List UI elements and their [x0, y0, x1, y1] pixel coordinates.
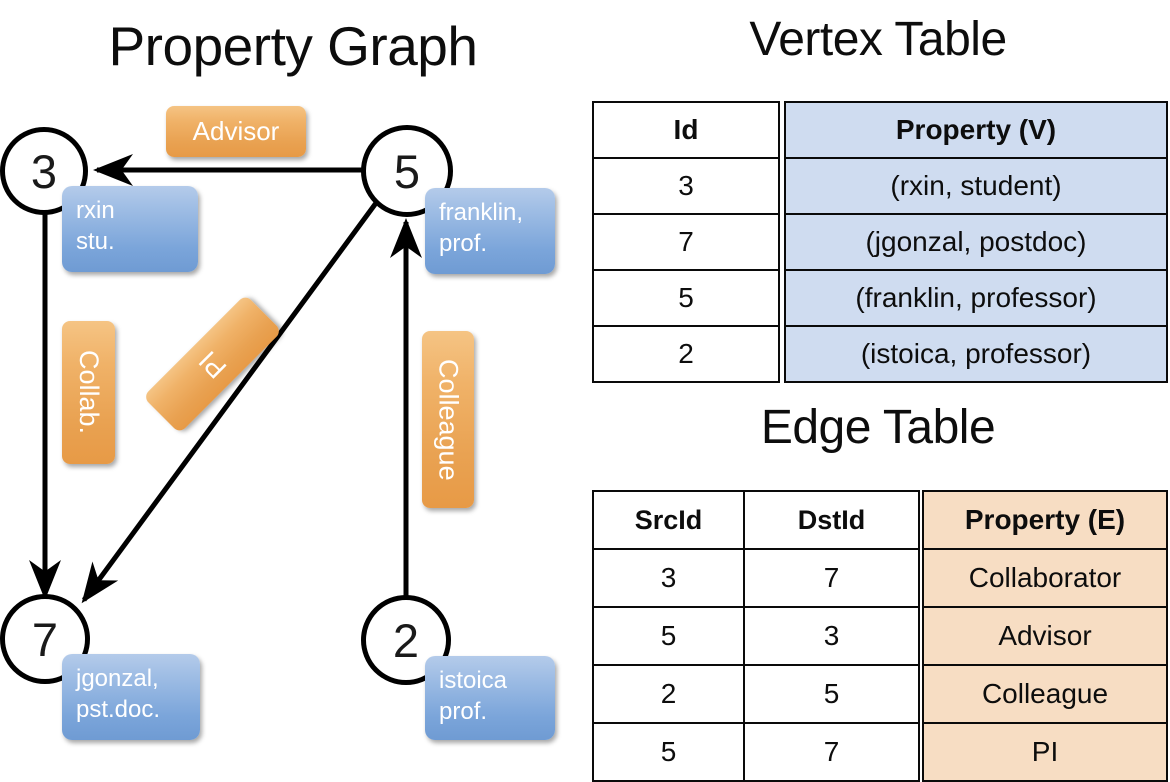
node-property-box-2: istoica prof.: [425, 656, 555, 740]
node-property-3-line-1: rxin: [76, 197, 115, 224]
edge-table-cell-dstid: 5: [743, 664, 920, 724]
table-row: Advisor: [922, 606, 1168, 666]
page-title-vertex-table: Vertex Table: [749, 13, 1007, 66]
node-property-5-line-1: franklin,: [439, 199, 524, 226]
vertex-table-cell-id: 7: [592, 213, 780, 271]
node-property-2-line-2: prof.: [439, 697, 488, 725]
edge-table-cell-property: Collaborator: [922, 548, 1168, 608]
edge-table-cell-srcid: 2: [592, 664, 745, 724]
vertex-table-cell-id: 3: [592, 157, 780, 215]
edge-table-cell-dstid: 3: [743, 606, 920, 666]
edge-table-header-property: Property (E): [922, 490, 1168, 550]
node-property-box-3: rxin stu.: [62, 186, 198, 272]
edge-table-header-srcid: SrcId: [592, 490, 745, 550]
table-row: (franklin, professor): [784, 269, 1168, 327]
edge-table-cell-dstid: 7: [743, 722, 920, 782]
node-property-2-line-1: istoica: [439, 667, 508, 694]
vertex-table-header-id: Id: [592, 101, 780, 159]
vertex-table-cell-property: (istoica, professor): [784, 325, 1168, 383]
graph-node-2[interactable]: 2: [361, 595, 451, 685]
edge-table-header-dstid: DstId: [743, 490, 920, 550]
vertex-table-cell-property: (jgonzal, postdoc): [784, 213, 1168, 271]
table-header-row: Id: [592, 101, 780, 159]
edge-table-cell-srcid: 5: [592, 722, 745, 782]
vertex-table-cell-id: 5: [592, 269, 780, 327]
table-row: Colleague: [922, 664, 1168, 724]
edge-5-to-7: [81, 201, 379, 604]
table-row: Collaborator: [922, 548, 1168, 608]
property-graph-diagram: 3 5 7 2 rxin stu. franklin, prof. jgonza…: [0, 0, 586, 760]
vertex-table-property-column: Property (V) (rxin, student) (jgonzal, p…: [784, 101, 1168, 383]
edge-label-pi-text: PI: [192, 344, 232, 384]
table-row: (jgonzal, postdoc): [784, 213, 1168, 271]
table-header-row: Property (V): [784, 101, 1168, 159]
table-row: 7: [592, 213, 780, 271]
vertex-table-cell-property: (franklin, professor): [784, 269, 1168, 327]
graph-node-2-label: 2: [392, 613, 420, 667]
table-row: 5 7: [592, 722, 920, 782]
node-property-box-7: jgonzal, pst.doc.: [62, 654, 200, 740]
node-property-3-line-2: stu.: [76, 227, 115, 255]
edge-table-src-dst-columns: SrcId DstId 3 7 5 3 2 5 5 7: [592, 490, 920, 782]
edge-table-cell-property: Colleague: [922, 664, 1168, 724]
vertex-table-cell-id: 2: [592, 325, 780, 383]
graph-edges-svg: [29, 154, 422, 604]
graph-node-7-label: 7: [31, 612, 59, 666]
graph-node-3-label: 3: [30, 144, 58, 198]
node-property-box-5: franklin, prof.: [425, 188, 555, 274]
edge-table-cell-srcid: 5: [592, 606, 745, 666]
edge-table-cell-dstid: 7: [743, 548, 920, 608]
table-row: (istoica, professor): [784, 325, 1168, 383]
page-title-edge-table: Edge Table: [760, 401, 996, 454]
edge-label-collab: Collab.: [62, 321, 115, 464]
table-row: PI: [922, 722, 1168, 782]
edge-table-cell-property: PI: [922, 722, 1168, 782]
table-row: 2 5: [592, 664, 920, 724]
edge-label-advisor: Advisor: [166, 106, 306, 157]
table-header-row: Property (E): [922, 490, 1168, 550]
edge-table-cell-srcid: 3: [592, 548, 745, 608]
table-row: 5 3: [592, 606, 920, 666]
page-title-property-graph: Property Graph: [108, 15, 478, 77]
node-property-7-line-1: jgonzal,: [76, 665, 159, 692]
edge-label-colleague-text: Colleague: [433, 358, 464, 481]
vertex-table-header-property: Property (V): [784, 101, 1168, 159]
graph-node-5[interactable]: 5: [361, 125, 453, 217]
edge-label-colleague: Colleague: [422, 331, 474, 508]
edge-table-cell-property: Advisor: [922, 606, 1168, 666]
vertex-table-cell-property: (rxin, student): [784, 157, 1168, 215]
edge-label-collab-text: Collab.: [74, 350, 104, 435]
table-row: 5: [592, 269, 780, 327]
table-row: (rxin, student): [784, 157, 1168, 215]
vertex-table-id-column: Id 3 7 5 2: [592, 101, 780, 383]
node-property-5-line-2: prof.: [439, 229, 488, 257]
edge-label-advisor-text: Advisor: [192, 116, 280, 146]
table-row: 2: [592, 325, 780, 383]
table-row: 3 7: [592, 548, 920, 608]
table-row: 3: [592, 157, 780, 215]
node-property-7-line-2: pst.doc.: [76, 695, 161, 723]
table-header-row: SrcId DstId: [592, 490, 920, 550]
edge-table-property-column: Property (E) Collaborator Advisor Collea…: [922, 490, 1168, 782]
graph-node-5-label: 5: [393, 144, 421, 198]
